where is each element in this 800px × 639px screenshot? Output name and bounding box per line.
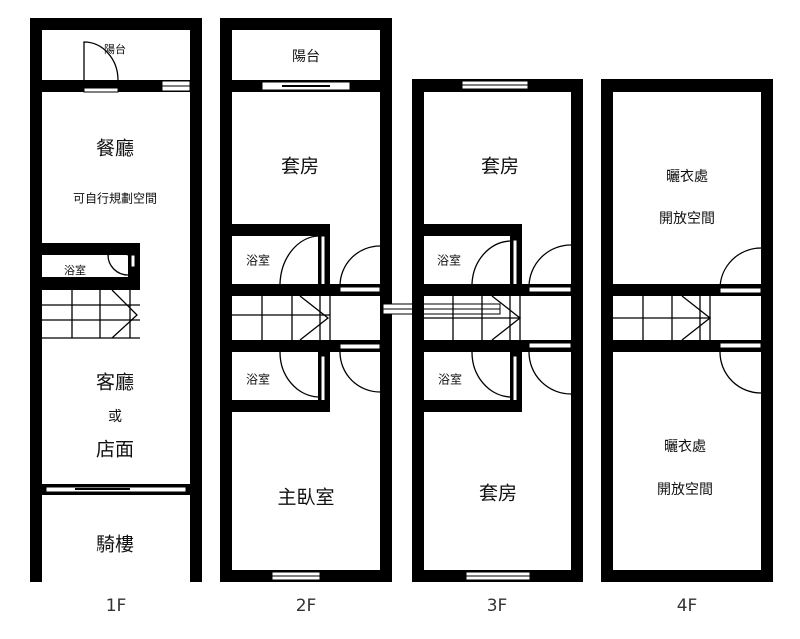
room-label: 曬衣處 bbox=[664, 439, 706, 455]
room-label: 浴室 bbox=[64, 263, 86, 277]
door-swing-icon bbox=[719, 247, 762, 289]
room-label: 套房 bbox=[481, 156, 519, 178]
stairs-icon bbox=[613, 295, 712, 341]
room-label: 或 bbox=[108, 409, 122, 425]
floor-label: 4F bbox=[677, 596, 698, 616]
floor-1f: 陽台 餐廳 可自行規劃空間 浴室 客廳 或 店面 騎樓 1F bbox=[30, 18, 202, 616]
window bbox=[271, 571, 321, 577]
room-label: 客廳 bbox=[96, 372, 134, 394]
room-label: 開放空間 bbox=[659, 211, 715, 227]
floor-2f: 陽台 套房 浴室 浴室 主臥室 2F bbox=[220, 18, 392, 616]
room-label: 浴室 bbox=[437, 253, 461, 268]
room-label: 騎樓 bbox=[96, 534, 134, 556]
door-swing-icon bbox=[528, 351, 572, 395]
door-swing-icon bbox=[339, 245, 381, 287]
room-label: 浴室 bbox=[246, 372, 270, 387]
door-swing-icon bbox=[528, 244, 572, 288]
window bbox=[465, 571, 531, 577]
room-label: 店面 bbox=[96, 439, 134, 461]
door-swing-icon bbox=[83, 41, 119, 81]
room-label: 浴室 bbox=[246, 253, 270, 268]
floor-3f: 套房 浴室 浴室 套房 3F bbox=[412, 79, 583, 616]
floor-4f: 曬衣處 開放空間 曬衣處 開放空間 4F bbox=[601, 79, 773, 616]
door-swing-icon bbox=[719, 351, 762, 394]
room-note: 可自行規劃空間 bbox=[73, 191, 157, 206]
window bbox=[161, 80, 191, 87]
floor-label: 2F bbox=[296, 596, 317, 616]
door-swing-icon bbox=[107, 251, 129, 256]
stairs-icon bbox=[232, 295, 331, 341]
door-opening bbox=[83, 87, 119, 93]
room-label: 曬衣處 bbox=[666, 169, 708, 185]
room-label: 陽台 bbox=[292, 49, 320, 65]
room-label: 開放空間 bbox=[657, 482, 713, 498]
floor-label: 1F bbox=[106, 596, 127, 616]
window bbox=[461, 80, 529, 86]
floor-label: 3F bbox=[487, 596, 508, 616]
room-label: 套房 bbox=[479, 483, 517, 505]
stairs-icon bbox=[424, 295, 522, 341]
stairs-icon bbox=[42, 289, 140, 339]
room-label: 陽台 bbox=[104, 42, 126, 56]
door-swing-icon bbox=[339, 351, 381, 393]
room-label: 餐廳 bbox=[96, 138, 134, 160]
room-label: 套房 bbox=[281, 156, 319, 178]
room-label: 浴室 bbox=[438, 372, 462, 387]
room-label: 主臥室 bbox=[277, 487, 334, 509]
